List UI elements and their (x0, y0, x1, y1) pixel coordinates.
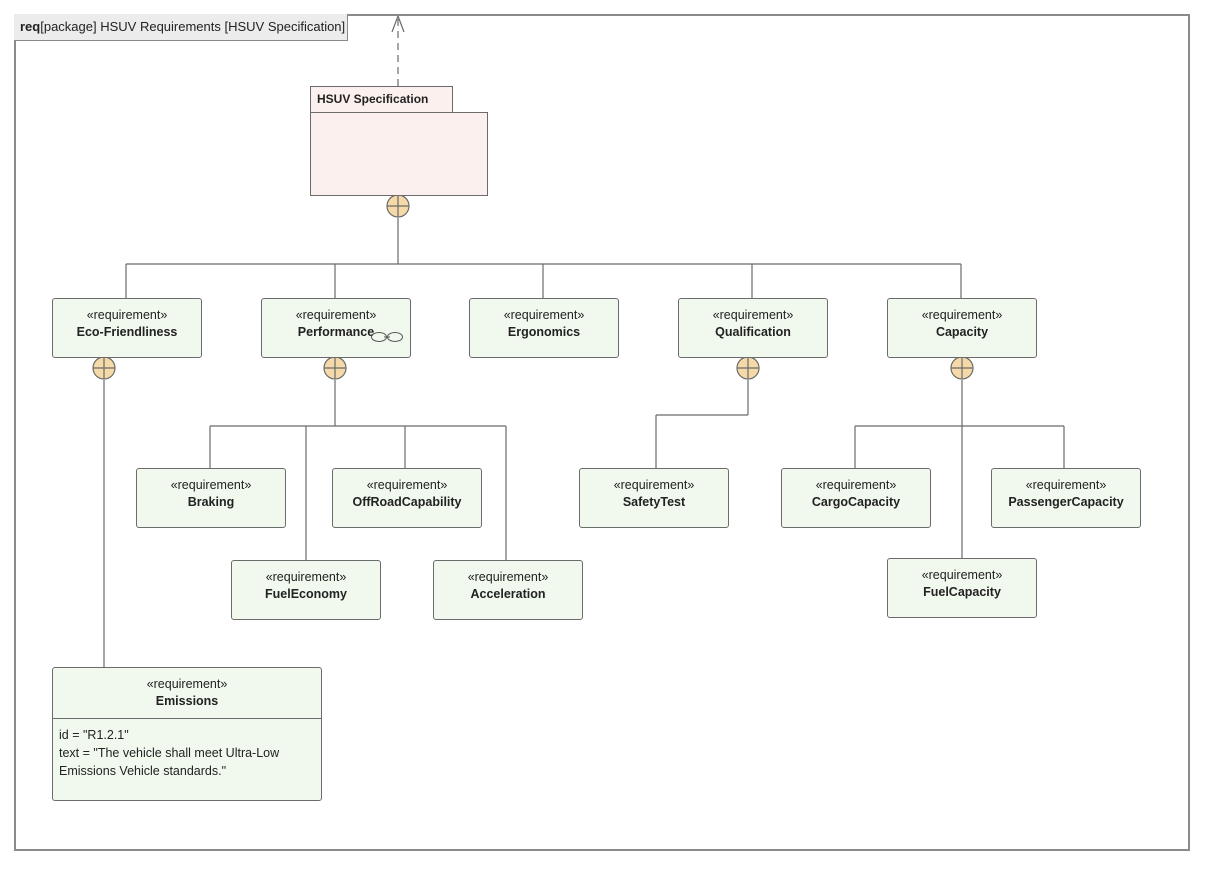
stereotype-label: «requirement» (467, 570, 549, 584)
package-body[interactable] (310, 112, 488, 196)
requirement-name: FuelCapacity (923, 585, 1001, 599)
requirement-emissions[interactable]: «requirement» Emissions id = "R1.2.1" te… (52, 667, 322, 801)
stereotype-label: «requirement» (712, 308, 794, 322)
requirement-eco-friendliness[interactable]: «requirement» Eco-Friendliness (52, 298, 202, 358)
requirement-name: Braking (187, 495, 235, 509)
requirement-passengercapacity[interactable]: «requirement» PassengerCapacity (991, 468, 1141, 528)
frame-title: [package] HSUV Requirements [HSUV Specif… (40, 19, 346, 34)
stereotype-label: «requirement» (503, 308, 585, 322)
attribute-compartment: id = "R1.2.1" text = "The vehicle shall … (59, 726, 279, 780)
circle-plus-icon (736, 356, 760, 380)
stereotype-label: «requirement» (86, 308, 168, 322)
requirement-name: Emissions (155, 694, 219, 708)
requirement-acceleration[interactable]: «requirement» Acceleration (433, 560, 583, 620)
requirement-name: Performance (297, 325, 375, 339)
requirement-name: Capacity (935, 325, 989, 339)
circle-plus-icon (92, 356, 116, 380)
requirement-braking[interactable]: «requirement» Braking (136, 468, 286, 528)
requirement-offroadcapability[interactable]: «requirement» OffRoadCapability (332, 468, 482, 528)
stereotype-label: «requirement» (146, 677, 228, 691)
circle-plus-icon (323, 356, 347, 380)
stereotype-label: «requirement» (921, 568, 1003, 582)
requirement-safetytest[interactable]: «requirement» SafetyTest (579, 468, 729, 528)
open-arrow-icon (391, 14, 405, 33)
stereotype-label: «requirement» (815, 478, 897, 492)
requirement-fuelcapacity[interactable]: «requirement» FuelCapacity (887, 558, 1037, 618)
requirement-name: Qualification (715, 325, 791, 339)
frame-label: req[package] HSUV Requirements [HSUV Spe… (14, 14, 348, 41)
requirement-ergonomics[interactable]: «requirement» Ergonomics (469, 298, 619, 358)
requirement-performance[interactable]: «requirement» Performance (261, 298, 411, 358)
stereotype-label: «requirement» (295, 308, 377, 322)
package-tab[interactable]: HSUV Specification (310, 86, 453, 113)
frame-keyword: req (20, 19, 41, 34)
requirement-name: OffRoadCapability (352, 495, 462, 509)
chain-link-icon (371, 332, 403, 342)
attribute-id: id = "R1.2.1" (59, 728, 129, 742)
attribute-text-line-2: Emissions Vehicle standards." (59, 764, 227, 778)
attribute-text-line-1: text = "The vehicle shall meet Ultra-Low (59, 746, 280, 760)
compartment-divider (53, 718, 321, 719)
diagram-frame (14, 14, 1190, 851)
requirement-qualification[interactable]: «requirement» Qualification (678, 298, 828, 358)
requirement-name: Eco-Friendliness (76, 325, 178, 339)
stereotype-label: «requirement» (366, 478, 448, 492)
requirement-name: FuelEconomy (265, 587, 347, 601)
requirement-cargocapacity[interactable]: «requirement» CargoCapacity (781, 468, 931, 528)
requirement-name: Acceleration (470, 587, 546, 601)
requirement-capacity[interactable]: «requirement» Capacity (887, 298, 1037, 358)
stereotype-label: «requirement» (1025, 478, 1107, 492)
requirement-name: CargoCapacity (811, 495, 901, 509)
stereotype-label: «requirement» (613, 478, 695, 492)
stereotype-label: «requirement» (921, 308, 1003, 322)
requirement-name: SafetyTest (622, 495, 686, 509)
stereotype-label: «requirement» (170, 478, 252, 492)
requirement-name: PassengerCapacity (1008, 495, 1124, 509)
requirement-name: Ergonomics (507, 325, 581, 339)
stereotype-label: «requirement» (265, 570, 347, 584)
requirement-fueleconomy[interactable]: «requirement» FuelEconomy (231, 560, 381, 620)
